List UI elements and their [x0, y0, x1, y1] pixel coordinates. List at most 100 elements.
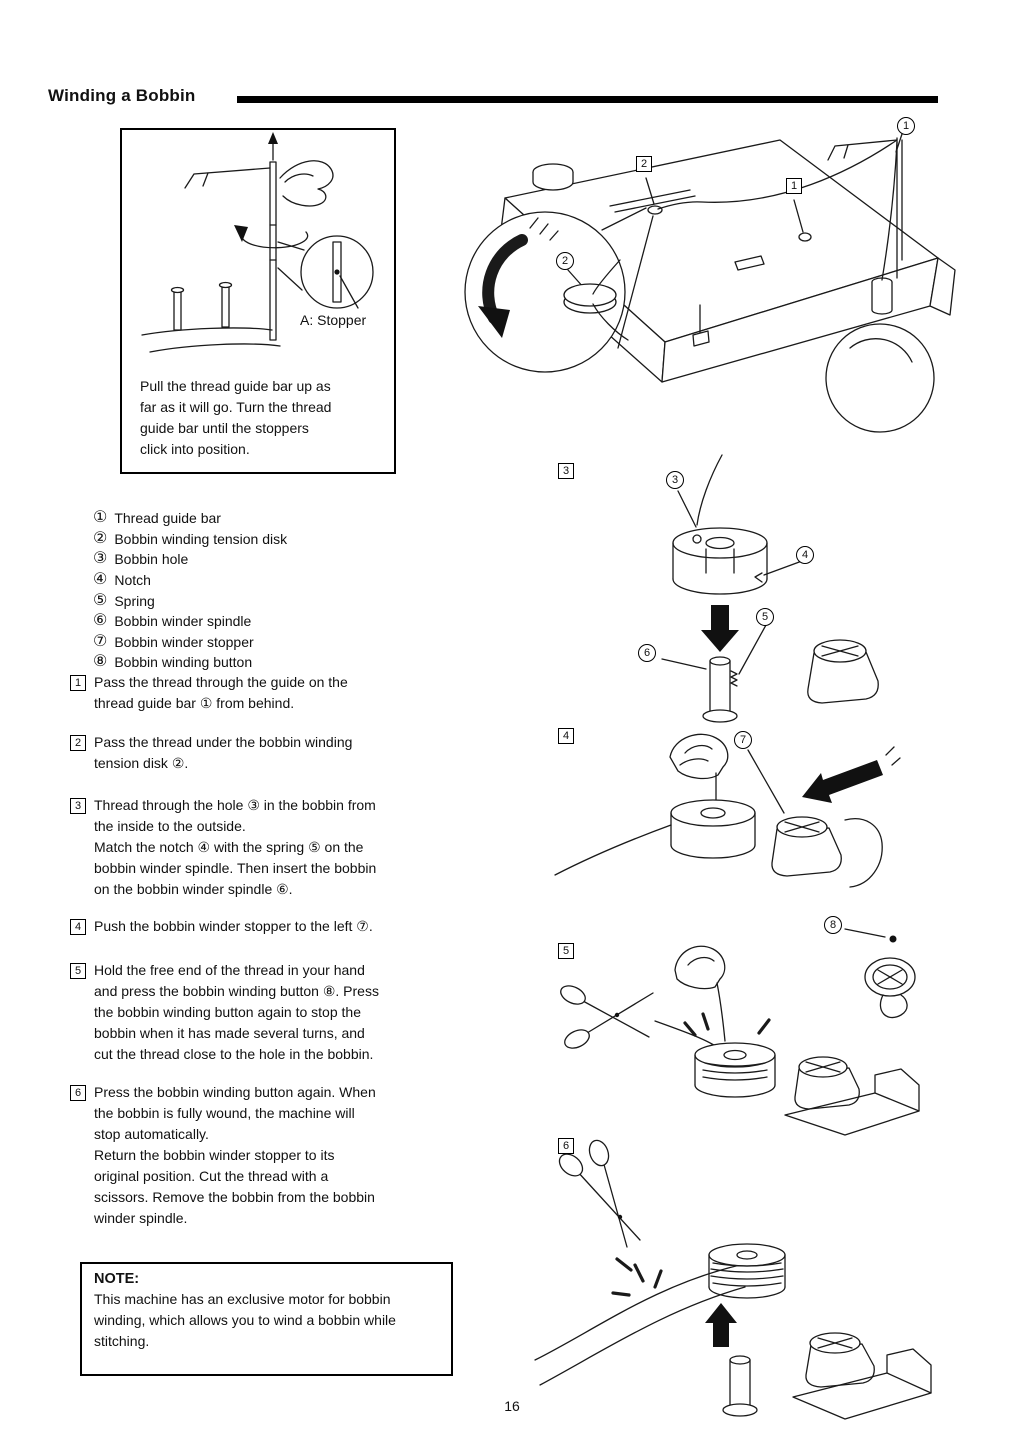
step-4-number: 4	[70, 919, 86, 935]
bobbin-illustration	[694, 1042, 776, 1098]
legend-label: Bobbin winder spindle	[114, 613, 252, 630]
step-4: 4 Push the bobbin winder stopper to the …	[70, 916, 470, 937]
scissors-icon	[558, 1139, 641, 1248]
note-text: This machine has an exclusive motor for …	[94, 1291, 396, 1349]
legend-item-winder-spindle: ⑥ Bobbin winder spindle	[93, 611, 287, 632]
step-3: 3 Thread through the hole ③ in the bobbi…	[70, 795, 470, 900]
up-arrow-icon	[268, 132, 278, 161]
callout-boxed-3: 3	[558, 463, 574, 479]
winder-stopper-illustration	[805, 1332, 875, 1388]
thread-path-line	[645, 139, 898, 281]
bobbin-illustration	[554, 799, 756, 876]
step-2-text: Pass the thread under the bobbin winding…	[94, 734, 353, 771]
legend-item-bobbin-hole: ③ Bobbin hole	[93, 549, 287, 570]
legend-label: Spring	[114, 592, 155, 609]
callout-circled-7: 7	[734, 731, 752, 749]
impact-marks	[683, 1012, 771, 1037]
legend-label: Bobbin winder stopper	[114, 633, 254, 650]
hand-icon	[669, 733, 729, 780]
figure-step-5	[560, 928, 920, 1136]
spindle-illustration	[722, 1355, 758, 1417]
machine-bed-edge	[792, 1348, 932, 1420]
callout-boxed-1: 1	[786, 178, 802, 194]
legend-number: ①	[93, 509, 108, 527]
callout-boxed-4: 4	[558, 728, 574, 744]
step-5-text: Hold the free end of the thread in your …	[94, 962, 379, 1062]
legend-number: ⑤	[93, 591, 108, 609]
callout-circled-1: 1	[897, 117, 915, 135]
machine-bed-edge	[784, 1068, 920, 1136]
thread-line	[696, 454, 723, 526]
tension-disk-zoom-illustration	[464, 207, 654, 373]
step-1-number: 1	[70, 675, 86, 691]
legend-number: ⑥	[93, 612, 108, 630]
page-title: Winding a Bobbin	[48, 86, 196, 105]
thread-guide-bar-box: A: Stopper Pull the thread guide bar up …	[120, 128, 396, 474]
step-2-number: 2	[70, 735, 86, 751]
callout-boxed-5: 5	[558, 943, 574, 959]
down-arrow	[701, 605, 739, 652]
thread-spool-illustration	[871, 277, 893, 315]
step-6: 6 Press the bobbin winding button again.…	[70, 1082, 470, 1229]
legend-item-notch: ④ Notch	[93, 570, 287, 591]
step-4-text: Push the bobbin winder stopper to the le…	[94, 918, 373, 934]
spring-icon	[730, 670, 738, 687]
scissors-icon	[560, 985, 654, 1049]
impact-marks	[611, 1257, 663, 1297]
callout-circled-6: 6	[638, 644, 656, 662]
legend-number: ④	[93, 571, 108, 589]
rotate-arrow-icon	[234, 225, 309, 249]
stopper-magnifier-illustration	[277, 235, 374, 309]
legend-item-winder-stopper: ⑦ Bobbin winder stopper	[93, 632, 287, 653]
winder-stopper-illustration	[771, 816, 842, 877]
figure-step-3	[661, 454, 879, 723]
note-box: NOTE: This machine has an exclusive moto…	[80, 1262, 453, 1376]
step-5: 5 Hold the free end of the thread in you…	[70, 960, 470, 1065]
legend-number: ⑦	[93, 632, 108, 650]
legend-item-winding-button: ⑧ Bobbin winding button	[93, 652, 287, 673]
spindle-illustration	[702, 656, 738, 723]
hand-icon	[279, 160, 334, 207]
thread-line	[716, 982, 726, 1042]
step-3-number: 3	[70, 798, 86, 814]
step-1-text: Pass the thread through the guide on the…	[94, 674, 348, 711]
legend-item-thread-guide-bar: ① Thread guide bar	[93, 508, 287, 529]
step-2: 2 Pass the thread under the bobbin windi…	[70, 732, 470, 774]
wound-bobbin-illustration	[708, 1243, 786, 1299]
note-title: NOTE:	[94, 1271, 140, 1287]
legend-number: ⑧	[93, 653, 108, 671]
figure-step-4	[554, 733, 901, 888]
callout-boxed-6: 6	[558, 1138, 574, 1154]
callout-boxed-2: 2	[636, 156, 652, 172]
callout-circled-3: 3	[666, 471, 684, 489]
legend-number: ③	[93, 550, 108, 568]
page-number: 16	[504, 1398, 520, 1414]
title-rule	[237, 96, 938, 103]
legend-item-tension-disk: ② Bobbin winding tension disk	[93, 529, 287, 550]
figure-step-6	[534, 1139, 932, 1420]
legend-label: Bobbin hole	[114, 551, 189, 568]
bobbin-illustration	[672, 527, 768, 595]
step-1: 1 Pass the thread through the guide on t…	[70, 672, 470, 714]
hand-icon	[674, 945, 726, 990]
winder-stopper-illustration	[794, 1056, 860, 1110]
push-left-arrow	[802, 746, 901, 803]
legend-label: Bobbin winding tension disk	[114, 530, 288, 547]
callout-circled-2: 2	[556, 252, 574, 270]
legend-label: Notch	[114, 572, 151, 589]
figure-machine-overview	[464, 133, 956, 433]
parts-legend: ① Thread guide bar ② Bobbin winding tens…	[93, 508, 287, 673]
legend-label: Bobbin winding button	[114, 654, 253, 671]
hand-icon	[844, 818, 883, 888]
legend-label: Thread guide bar	[114, 510, 221, 527]
winding-button-illustration	[844, 928, 916, 1019]
step-6-text: Press the bobbin winding button again. W…	[94, 1084, 376, 1226]
callout-circled-5: 5	[756, 608, 774, 626]
figure-thread-guide-bar	[141, 132, 374, 353]
stopper-label: A: Stopper	[300, 312, 367, 328]
callout-circled-8: 8	[824, 916, 842, 934]
legend-item-spring: ⑤ Spring	[93, 590, 287, 611]
winder-stopper-illustration	[807, 639, 879, 704]
up-arrow	[705, 1303, 737, 1347]
